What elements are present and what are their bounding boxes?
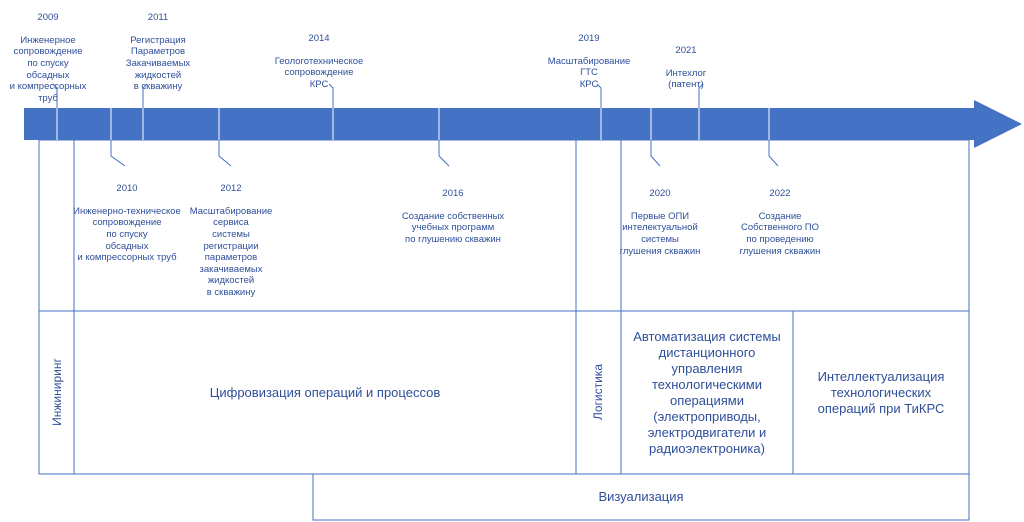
milestone-2012: 2012 Масштабирование сервиса системы рег…	[186, 171, 276, 310]
milestone-year: 2012	[220, 182, 242, 194]
frame-visualization	[312, 473, 970, 521]
milestone-2019: 2019 Масштабирование ГТС КРС	[544, 21, 634, 102]
milestone-2011: 2011 Регистрация Параметров Закачиваемых…	[110, 0, 206, 104]
milestone-2021: 2021 Интехлог (патент)	[656, 33, 716, 103]
milestone-text: Инженерное сопровождение по спуску обсад…	[9, 34, 87, 104]
phase-digitalization: Цифровизация операций и процессов	[209, 384, 441, 400]
timeline-arrow	[24, 100, 1022, 148]
milestone-year: 2019	[578, 32, 600, 44]
milestone-2016: 2016 Создание собственных учебных програ…	[398, 176, 508, 257]
milestone-2022: 2022 Создание Собственного ПО по проведе…	[732, 176, 828, 269]
milestone-year: 2009	[37, 11, 59, 23]
phase-visualization: Визуализация	[598, 489, 684, 504]
milestone-year: 2020	[649, 187, 671, 199]
milestone-year: 2011	[147, 11, 169, 23]
arrow-ticks	[56, 108, 770, 140]
milestone-2009: 2009 Инженерное сопровождение по спуску …	[0, 0, 96, 116]
leader-lines	[52, 83, 779, 167]
phase-intellectualization: Интеллектуализация технологических опера…	[817, 368, 945, 416]
milestone-text: Создание собственных учебных программ по…	[401, 210, 505, 245]
milestone-year: 2021	[675, 44, 697, 56]
milestone-text: Регистрация Параметров Закачиваемых жидк…	[125, 34, 191, 93]
milestone-2014: 2014 Геологотехническое сопровождение КР…	[264, 21, 374, 102]
milestone-year: 2010	[116, 182, 138, 194]
phase-logistics: Логистика	[591, 364, 605, 421]
milestone-2020: 2020 Первые ОПИ интелектуальной системы …	[614, 176, 706, 269]
milestone-year: 2022	[769, 187, 791, 199]
milestone-text: Инженерно-техническое сопровождение по с…	[73, 205, 181, 264]
milestone-year: 2014	[308, 32, 330, 44]
phase-engineering: Инжиниринг	[50, 358, 64, 426]
milestone-text: Масштабирование ГТС КРС	[547, 55, 631, 90]
milestone-text: Создание Собственного ПО по проведению г…	[739, 210, 821, 257]
milestone-text: Геологотехническое сопровождение КРС	[274, 55, 364, 90]
milestone-text: Первые ОПИ интелектуальной системы глуше…	[619, 210, 701, 257]
milestone-text: Интехлог (патент)	[665, 67, 707, 91]
phase-automation: Автоматизация системы дистанционного упр…	[633, 328, 781, 456]
milestone-year: 2016	[442, 187, 464, 199]
milestone-text: Масштабирование сервиса системы регистра…	[189, 205, 273, 298]
milestone-2010: 2010 Инженерно-техническое сопровождение…	[72, 171, 182, 275]
